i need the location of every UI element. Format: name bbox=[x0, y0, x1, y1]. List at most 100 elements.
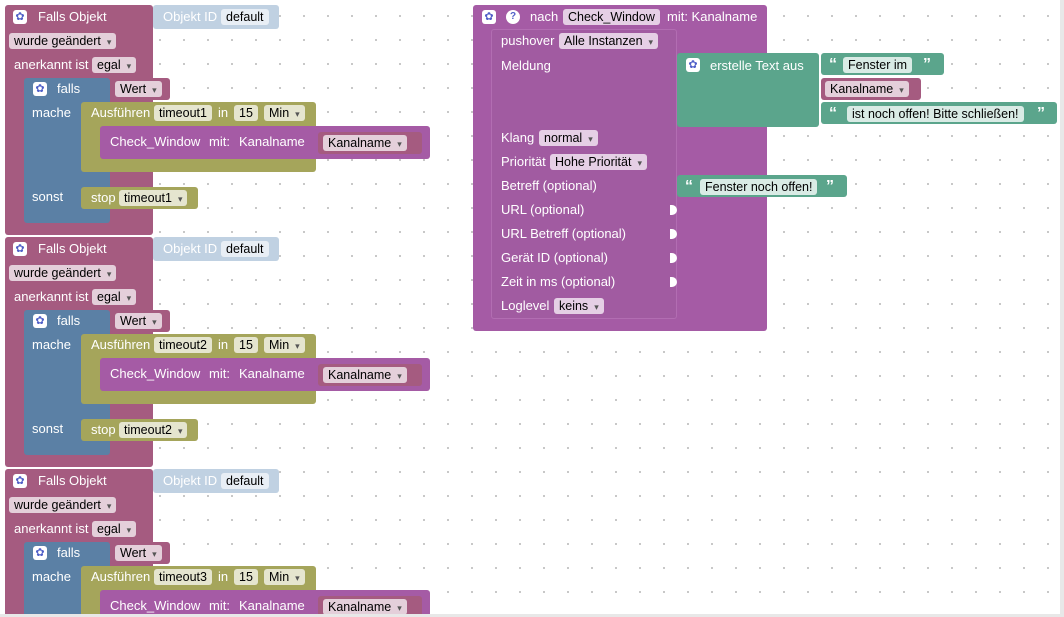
quote-close-icon: ” bbox=[923, 56, 931, 73]
meldung-label: Meldung bbox=[501, 58, 551, 73]
create-text-label: erstelle Text aus bbox=[710, 58, 804, 73]
betreff-label: Betreff (optional) bbox=[501, 178, 597, 193]
ack-label: anerkannt ist bbox=[14, 521, 89, 536]
horizontal-scrollbar[interactable] bbox=[0, 614, 1064, 617]
procedure-nach: nach bbox=[530, 9, 559, 24]
if-label: falls bbox=[57, 81, 81, 96]
trigger-title: Falls Objekt bbox=[38, 9, 107, 24]
call-mit: mit: bbox=[209, 366, 230, 381]
gear-icon[interactable]: ✿ bbox=[33, 82, 47, 96]
help-icon[interactable]: ? bbox=[506, 10, 520, 24]
object-id-field[interactable]: default bbox=[221, 473, 269, 489]
value-dropdown[interactable]: Wert bbox=[115, 81, 162, 97]
ack-label: anerkannt ist bbox=[14, 57, 89, 72]
trigger-title: Falls Objekt bbox=[38, 473, 107, 488]
call-param: Kanalname bbox=[239, 134, 305, 149]
unit-dropdown[interactable]: Min bbox=[264, 569, 305, 585]
procedure-params: mit: Kanalname bbox=[667, 9, 758, 24]
gear-icon[interactable]: ✿ bbox=[482, 10, 496, 24]
ack-label: anerkannt ist bbox=[14, 289, 89, 304]
event-dropdown[interactable]: wurde geändert bbox=[9, 497, 117, 513]
procedure-name-field[interactable]: Check_Window bbox=[563, 9, 660, 25]
gear-icon[interactable]: ✿ bbox=[13, 242, 27, 256]
gear-icon[interactable]: ✿ bbox=[33, 314, 47, 328]
value-dropdown[interactable]: Wert bbox=[115, 545, 162, 561]
text-field-1[interactable]: Fenster im bbox=[843, 57, 913, 73]
delay-field[interactable]: 15 bbox=[234, 569, 258, 585]
timeout-label: Ausführen bbox=[91, 105, 151, 120]
if-label: falls bbox=[57, 545, 81, 560]
unit-dropdown[interactable]: Min bbox=[264, 337, 305, 353]
gear-icon[interactable]: ✿ bbox=[33, 546, 47, 560]
quote-open-icon: “ bbox=[829, 56, 837, 73]
delay-field[interactable]: 15 bbox=[234, 105, 258, 121]
trigger-title: Falls Objekt bbox=[38, 241, 107, 256]
zeit-input-socket[interactable] bbox=[670, 277, 677, 287]
gear-icon[interactable]: ✿ bbox=[13, 474, 27, 488]
in-label: in bbox=[218, 569, 229, 584]
call-name: Check_Window bbox=[110, 134, 201, 149]
if-label: falls bbox=[57, 313, 81, 328]
pushover-block[interactable] bbox=[491, 29, 677, 319]
loglevel-dropdown[interactable]: keins bbox=[554, 298, 604, 314]
call-param: Kanalname bbox=[239, 366, 305, 381]
quote-close-icon: ” bbox=[826, 178, 834, 195]
create-text-block[interactable] bbox=[677, 53, 819, 127]
geraet-label: Gerät ID (optional) bbox=[501, 250, 608, 265]
do-label: mache bbox=[32, 105, 72, 120]
ack-dropdown[interactable]: egal bbox=[92, 289, 137, 305]
ack-dropdown[interactable]: egal bbox=[92, 57, 137, 73]
object-id-field[interactable]: default bbox=[221, 241, 269, 257]
klang-dropdown[interactable]: normal bbox=[539, 130, 598, 146]
geraet-input-socket[interactable] bbox=[670, 253, 677, 263]
object-id-field[interactable]: default bbox=[221, 9, 269, 25]
in-label: in bbox=[218, 337, 229, 352]
stop-timeout-dropdown[interactable]: timeout1 bbox=[119, 190, 188, 206]
quote-open-icon: “ bbox=[685, 178, 693, 195]
do-label: mache bbox=[32, 569, 72, 584]
prio-label: Priorität bbox=[501, 154, 546, 169]
stop-label: stop bbox=[91, 190, 116, 205]
text-var-dropdown[interactable]: Kanalname bbox=[825, 81, 909, 97]
gear-icon[interactable]: ✿ bbox=[686, 58, 700, 72]
gear-icon[interactable]: ✿ bbox=[13, 10, 27, 24]
timeout-label: Ausführen bbox=[91, 569, 151, 584]
timeout-name[interactable]: timeout3 bbox=[154, 569, 212, 585]
timeout-name[interactable]: timeout1 bbox=[154, 105, 212, 121]
call-name: Check_Window bbox=[110, 366, 201, 381]
do-label: mache bbox=[32, 337, 72, 352]
value-dropdown[interactable]: Wert bbox=[115, 313, 162, 329]
unit-dropdown[interactable]: Min bbox=[264, 105, 305, 121]
else-label: sonst bbox=[32, 189, 64, 204]
pushover-label: pushover bbox=[501, 33, 555, 48]
prio-dropdown[interactable]: Hohe Priorität bbox=[550, 154, 647, 170]
loglevel-label: Loglevel bbox=[501, 298, 550, 313]
arg-dropdown[interactable]: Kanalname bbox=[323, 367, 407, 383]
arg-dropdown[interactable]: Kanalname bbox=[323, 599, 407, 615]
instance-dropdown[interactable]: Alle Instanzen bbox=[559, 33, 659, 49]
url-betreff-label: URL Betreff (optional) bbox=[501, 226, 627, 241]
quote-close-icon: ” bbox=[1037, 105, 1045, 122]
zeit-label: Zeit in ms (optional) bbox=[501, 274, 616, 289]
else-label: sonst bbox=[32, 421, 64, 436]
event-dropdown[interactable]: wurde geändert bbox=[9, 265, 117, 281]
timeout-name[interactable]: timeout2 bbox=[154, 337, 212, 353]
call-param: Kanalname bbox=[239, 598, 305, 613]
url-input-socket[interactable] bbox=[670, 205, 677, 215]
call-mit: mit: bbox=[209, 598, 230, 613]
arg-dropdown[interactable]: Kanalname bbox=[323, 135, 407, 151]
delay-field[interactable]: 15 bbox=[234, 337, 258, 353]
call-mit: mit: bbox=[209, 134, 230, 149]
klang-label: Klang bbox=[501, 130, 535, 145]
betreff-field[interactable]: Fenster noch offen! bbox=[700, 179, 818, 195]
url-betreff-input-socket[interactable] bbox=[670, 229, 677, 239]
url-label: URL (optional) bbox=[501, 202, 585, 217]
stop-timeout-dropdown[interactable]: timeout2 bbox=[119, 422, 188, 438]
call-name: Check_Window bbox=[110, 598, 201, 613]
vertical-scrollbar[interactable] bbox=[1060, 0, 1064, 617]
ack-dropdown[interactable]: egal bbox=[92, 521, 137, 537]
text-field-2[interactable]: ist noch offen! Bitte schließen! bbox=[847, 106, 1024, 122]
stop-label: stop bbox=[91, 422, 116, 437]
quote-open-icon: “ bbox=[829, 105, 837, 122]
event-dropdown[interactable]: wurde geändert bbox=[9, 33, 117, 49]
